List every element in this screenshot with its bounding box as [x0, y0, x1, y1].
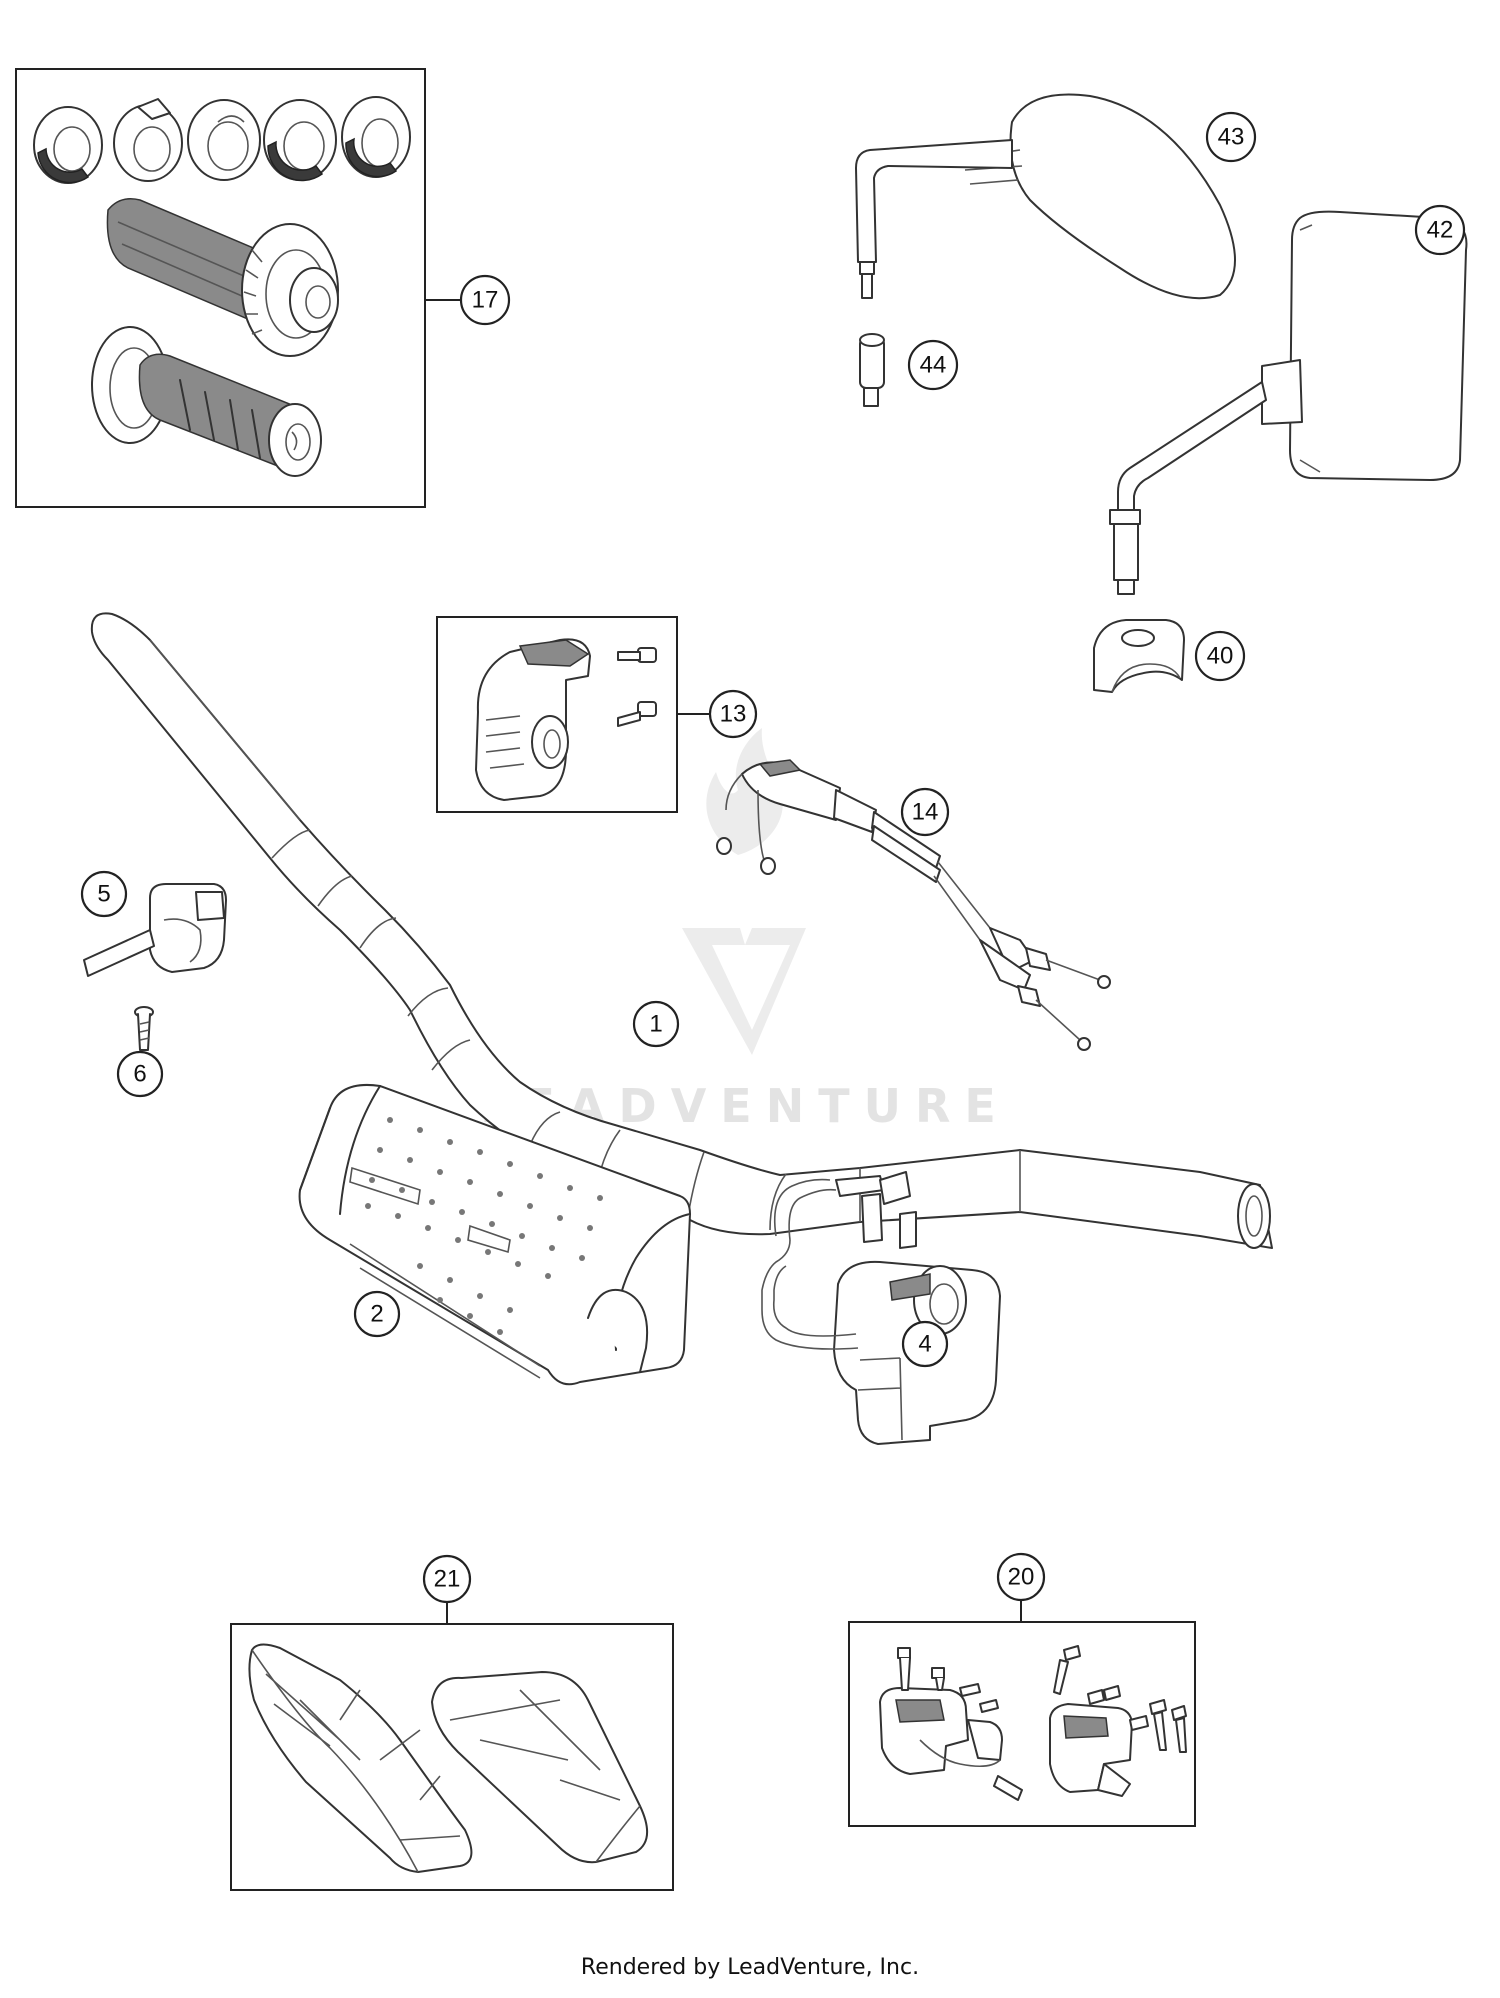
part-40-clamp	[1093, 619, 1185, 693]
hand-guards-box	[230, 1623, 674, 1891]
part-21-hand-guards	[230, 1602, 674, 1891]
callout-1: 1	[632, 1000, 680, 1048]
callout-6: 6	[116, 1050, 164, 1098]
part-6-screw	[134, 1006, 154, 1051]
part-14-throttle-cable	[716, 759, 1111, 1051]
part-42-mirror	[1109, 210, 1468, 595]
part-13-throttle-housing	[436, 616, 678, 813]
callout-4-label: 4	[918, 1331, 931, 1358]
callout-21-label: 21	[434, 1566, 461, 1593]
callout-42-label: 42	[1427, 217, 1454, 244]
part-44-adapter	[859, 333, 885, 407]
callout-4: 4	[901, 1320, 949, 1368]
callout-44: 44	[907, 339, 959, 391]
housing-screws	[617, 647, 657, 727]
watermark-v-icon	[682, 928, 806, 1055]
bracket-left	[879, 1647, 1023, 1801]
callout-20-label: 20	[1008, 1564, 1035, 1591]
bracket-right	[1049, 1645, 1187, 1797]
callout-1-label: 1	[649, 1011, 662, 1038]
callout-13-label: 13	[720, 701, 747, 728]
part-17-grip-kit	[15, 68, 426, 508]
footer-credit: Rendered by LeadVenture, Inc.	[580, 1955, 920, 1980]
bar-pad-dots	[365, 1117, 603, 1335]
callout-2: 2	[353, 1290, 401, 1338]
throttle-grip	[106, 198, 339, 357]
callout-44-label: 44	[920, 352, 947, 379]
callout-21: 21	[422, 1554, 472, 1604]
callout-40: 40	[1194, 630, 1246, 682]
callout-42: 42	[1414, 204, 1466, 256]
part-1-handlebar	[90, 612, 1273, 1249]
callout-13: 13	[708, 689, 758, 739]
callout-14-label: 14	[912, 799, 939, 826]
part-20-brackets	[848, 1600, 1196, 1827]
watermark-flame-icon	[706, 728, 783, 855]
callout-14: 14	[900, 787, 950, 837]
callout-43-label: 43	[1218, 124, 1245, 151]
callout-5-label: 5	[97, 881, 110, 908]
callout-40-label: 40	[1207, 643, 1234, 670]
grip-kit-box	[15, 68, 426, 508]
part-2-bar-pad	[298, 1084, 691, 1386]
left-grip	[91, 326, 322, 477]
part-43-mirror	[855, 93, 1236, 300]
callout-2-label: 2	[370, 1301, 383, 1328]
callout-17: 17	[459, 274, 511, 326]
callout-5: 5	[80, 870, 128, 918]
throttle-cams	[33, 96, 411, 184]
callout-43: 43	[1205, 111, 1257, 163]
callout-20: 20	[996, 1552, 1046, 1602]
callout-6-label: 6	[133, 1061, 146, 1088]
callout-17-label: 17	[472, 287, 499, 314]
part-5-holder	[83, 883, 227, 977]
